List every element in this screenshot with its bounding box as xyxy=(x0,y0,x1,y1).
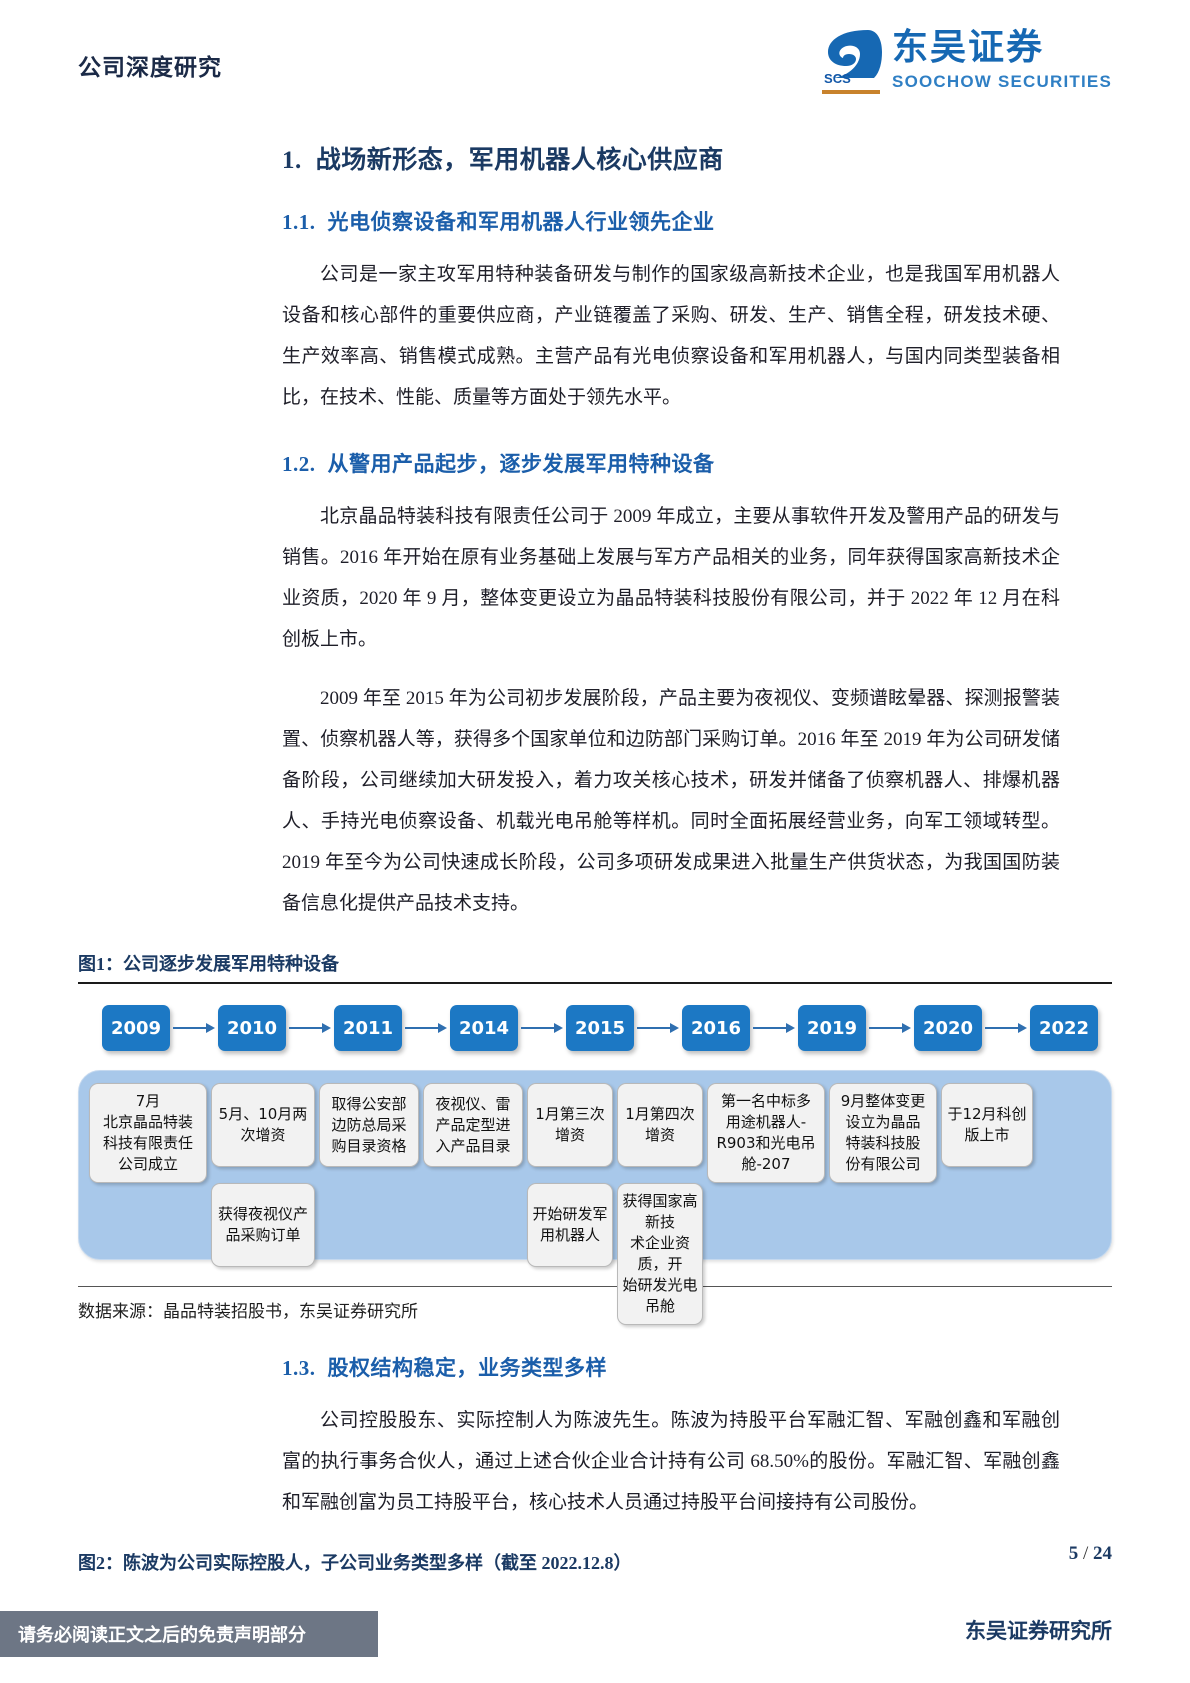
paragraph-3: 2009 年至 2015 年为公司初步发展阶段，产品主要为夜视仪、变频谱眩晕器、… xyxy=(282,688,1060,914)
timeline-year-2010: 2010 xyxy=(218,1005,286,1051)
figure-2-caption: 图2：陈波为公司实际控股人，子公司业务类型多样（截至 2022.12.8） xyxy=(78,1553,632,1573)
paragraph-1: 公司是一家主攻军用特种装备研发与制作的国家级高新技术企业，也是我国军用机器人设备… xyxy=(282,264,1060,408)
timeline-arrow xyxy=(521,1022,563,1034)
footer-bar: 请务必阅读正文之后的免责声明部分 东吴证券研究所 xyxy=(0,1611,1190,1657)
section-heading-1-1: 1.1. 光电侦察设备和军用机器人行业领先企业 xyxy=(282,206,1190,236)
page-total: 24 xyxy=(1093,1543,1112,1564)
figure-1-body: 2009 2010 2011 2014 2015 2016 2019 2020 2022 7月北… xyxy=(78,1000,1112,1325)
event-box-row2-item: 获得夜视仪产品采购订单 xyxy=(211,1183,315,1267)
event-box-row1-item: 9月整体变更设立为晶品特装科技股份有限公司 xyxy=(829,1083,937,1183)
event-box-row1-item: 第一名中标多用途机器人-R903和光电吊舱-207 xyxy=(707,1083,825,1183)
event-box-row2-spacer xyxy=(941,1183,1033,1197)
timeline-year-row: 2009 2010 2011 2014 2015 2016 2019 2020 2022 xyxy=(78,1000,1112,1056)
event-box-row1-item: 夜视仪、雷产品定型进入产品目录 xyxy=(423,1083,523,1167)
timeline-year-2009: 2009 xyxy=(102,1005,170,1051)
event-box-row1-item: 5月、10月两次增资 xyxy=(211,1083,315,1167)
timeline-year-2014: 2014 xyxy=(450,1005,518,1051)
timeline-year-2011: 2011 xyxy=(334,1005,402,1051)
timeline-arrow xyxy=(173,1022,215,1034)
logo-english-name: SOOCHOW SECURITIES xyxy=(892,72,1112,91)
page-number: 5 / 24 xyxy=(1069,1543,1112,1565)
scs-logo-mark: SCS xyxy=(822,28,884,94)
section-1-1-text: 光电侦察设备和军用机器人行业领先企业 xyxy=(327,210,715,234)
timeline-arrow xyxy=(985,1022,1027,1034)
timeline-year-2022: 2022 xyxy=(1030,1005,1098,1051)
section-heading-1-2: 1.2. 从警用产品起步，逐步发展军用特种设备 xyxy=(282,448,1190,478)
figure-1-source: 数据来源：晶品特装招股书，东吴证券研究所 xyxy=(78,1286,1112,1322)
event-box-row1-item: 1月第三次增资 xyxy=(527,1083,613,1167)
section-heading-1: 1. 战场新形态，军用机器人核心供应商 xyxy=(282,140,1190,176)
footer-brand: 东吴证券研究所 xyxy=(965,1619,1112,1643)
event-box-row2-spacer xyxy=(319,1183,419,1197)
soochow-securities-logo: SCS 东吴证券 SOOCHOW SECURITIES xyxy=(822,28,1112,94)
event-box-row2-item: 开始研发军用机器人 xyxy=(527,1183,613,1267)
event-box-row2-spacer xyxy=(423,1183,523,1197)
event-box-row2-spacer xyxy=(707,1183,825,1197)
logo-chinese-name: 东吴证券 xyxy=(892,27,1045,68)
section-1-3-number: 1.3. xyxy=(282,1356,316,1380)
timeline-events-row-2: 获得夜视仪产品采购订单 开始研发军用机器人获得国家高新技术企业资质，开始研发光电吊… xyxy=(89,1183,1101,1325)
page-separator: / xyxy=(1082,1543,1089,1564)
timeline-arrow xyxy=(405,1022,447,1034)
event-box-row1-item: 于12月科创版上市 xyxy=(941,1083,1033,1167)
section-1-1-number: 1.1. xyxy=(282,210,316,234)
event-box-row1-item: 7月北京晶品特装科技有限责任公司成立 xyxy=(89,1083,207,1183)
page-header: 公司深度研究 SCS 东吴证券 SOOCHOW SECURITIES xyxy=(0,0,1190,112)
header-title: 公司深度研究 xyxy=(78,55,222,80)
paragraph-4: 公司控股股东、实际控制人为陈波先生。陈波为持股平台军融汇智、军融创鑫和军融创富的… xyxy=(282,1410,1060,1513)
logo-underline xyxy=(822,90,881,94)
timeline-arrow xyxy=(289,1022,331,1034)
section-heading-1-3: 1.3. 股权结构稳定，业务类型多样 xyxy=(282,1352,1190,1382)
page-current: 5 xyxy=(1068,1543,1079,1564)
section-1-3-text: 股权结构稳定，业务类型多样 xyxy=(327,1356,607,1380)
event-box-row2-item: 获得国家高新技术企业资质，开始研发光电吊舱 xyxy=(617,1183,703,1325)
timeline-arrow xyxy=(637,1022,679,1034)
section-1-2-text: 从警用产品起步，逐步发展军用特种设备 xyxy=(327,452,715,476)
event-box-row2-spacer xyxy=(89,1183,207,1197)
timeline-year-2019: 2019 xyxy=(798,1005,866,1051)
paragraph-2: 北京晶品特装科技有限责任公司于 2009 年成立，主要从事软件开发及警用产品的研… xyxy=(282,506,1060,650)
event-box-row1-item: 1月第四次增资 xyxy=(617,1083,703,1167)
event-box-row2-spacer xyxy=(829,1183,937,1197)
event-box-row1-item: 取得公安部边防总局采购目录资格 xyxy=(319,1083,419,1167)
swoosh-icon xyxy=(828,30,883,78)
figure-1-caption: 图1：公司逐步发展军用特种设备 xyxy=(78,954,339,974)
section-1-text: 战场新形态，军用机器人核心供应商 xyxy=(315,147,724,174)
figure-1-top-rule xyxy=(78,982,1112,984)
timeline-arrow xyxy=(869,1022,911,1034)
timeline-year-2020: 2020 xyxy=(914,1005,982,1051)
section-1-2-number: 1.2. xyxy=(282,452,316,476)
footer-disclaimer: 请务必阅读正文之后的免责声明部分 xyxy=(0,1611,378,1657)
timeline-arrow xyxy=(753,1022,795,1034)
document-content: 1. 战场新形态，军用机器人核心供应商 1.1. 光电侦察设备和军用机器人行业领先企… xyxy=(0,112,1190,1575)
section-1-number: 1. xyxy=(282,147,302,174)
timeline-year-2015: 2015 xyxy=(566,1005,634,1051)
scs-abbrev: SCS xyxy=(824,71,851,86)
timeline-year-2016: 2016 xyxy=(682,1005,750,1051)
